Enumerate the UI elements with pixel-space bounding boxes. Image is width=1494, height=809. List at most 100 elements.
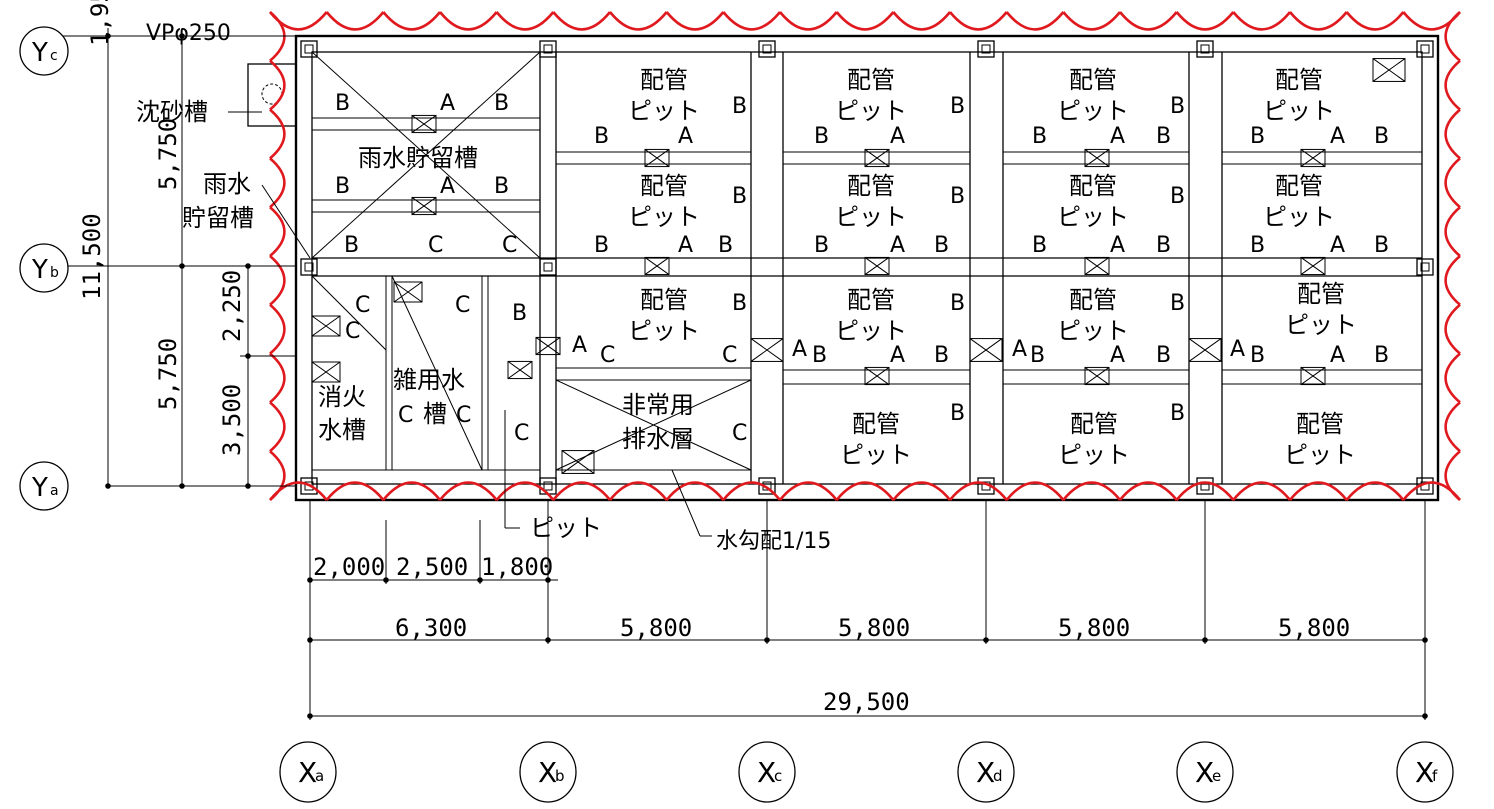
grid-bubble-x-main: X: [757, 756, 776, 789]
dimension-dot: [1202, 637, 1208, 643]
beam-marker: B: [1156, 343, 1171, 368]
emergency-tank-label-2: 排水層: [622, 425, 694, 453]
cloud-edge: [268, 481, 1462, 501]
pipe-pit-label-line2: ピット: [1057, 97, 1129, 125]
dimension-dot: [764, 637, 770, 643]
opening: [1084, 148, 1110, 168]
beam-marker: A: [440, 91, 455, 116]
rainwater-tank-label: 雨水貯留槽: [358, 144, 478, 172]
opening: [644, 148, 670, 168]
pipe-pit-label-line2: ピット: [1284, 441, 1356, 469]
beam-marker: C: [514, 421, 529, 446]
column: [300, 477, 318, 495]
pipe-pit-label-line1: 配管: [847, 66, 895, 94]
column: [539, 258, 557, 276]
dim-x-small-2: 2,500: [396, 553, 468, 581]
beam-marker: B: [732, 291, 747, 316]
beam-marker: A: [1330, 124, 1345, 149]
opening: [1300, 148, 1326, 168]
sand-tank-box: [247, 63, 297, 127]
beam-marker: B: [814, 124, 829, 149]
column-core: [762, 44, 772, 54]
beam-marker: B: [1170, 184, 1185, 209]
beam-marker: B: [812, 343, 827, 368]
beam-marker: B: [1156, 124, 1171, 149]
beam-marker: C: [355, 293, 370, 318]
dimension-dot: [545, 577, 551, 583]
column: [1196, 40, 1214, 58]
grid-bubble-y-sub: b: [50, 265, 59, 281]
dimension-dot: [307, 713, 313, 719]
beam-marker: A: [1230, 337, 1245, 362]
dimension-dot: [179, 33, 185, 39]
grid-bubble-x-main: X: [538, 756, 557, 789]
grid-bubble-x: [1176, 741, 1234, 803]
dim-y-total: 11,500: [78, 213, 106, 300]
dim-y-upper: 5,750: [154, 118, 182, 190]
opening: [864, 148, 890, 168]
opening-cross: [1084, 149, 1110, 167]
misc-tank-label-1: 雑用水: [393, 366, 465, 394]
opening: [1300, 256, 1326, 276]
column: [1196, 477, 1214, 495]
beam-marker: B: [494, 174, 509, 199]
opening: [535, 336, 561, 356]
dimension-dot: [245, 483, 251, 489]
revision-cloud: [268, 11, 1462, 501]
column-core: [304, 262, 314, 272]
beam-marker: B: [1250, 233, 1265, 258]
beam-marker: B: [1170, 401, 1185, 426]
beam-marker: C: [456, 403, 471, 428]
column-core: [543, 481, 553, 491]
cloud-edge: [269, 11, 286, 501]
sand-tank-label: 沈砂槽: [136, 98, 208, 126]
beam-marker: C: [600, 343, 615, 368]
opening: [561, 450, 595, 474]
beam-marker: B: [950, 401, 965, 426]
beam-marker: C: [345, 319, 360, 344]
opening: [411, 196, 437, 216]
pipe-pit-label-line1: 配管: [640, 66, 688, 94]
beam-marker: B: [1170, 291, 1185, 316]
pipe-pit-label-line2: ピット: [835, 97, 907, 125]
misc-tank-label-2: 槽: [423, 400, 447, 428]
beam-marker: B: [1156, 233, 1171, 258]
opening-cross: [411, 115, 437, 133]
opening: [507, 360, 533, 380]
pipe-pit-label-line1: 配管: [1069, 66, 1117, 94]
dim-x-span-3: 5,800: [838, 614, 910, 642]
opening: [1300, 366, 1326, 386]
beam-marker: B: [1250, 124, 1265, 149]
dim-x-total: 29,500: [823, 688, 910, 716]
pit-label: ピット: [530, 514, 602, 542]
column: [758, 477, 776, 495]
beam-marker: B: [1374, 343, 1389, 368]
column-core: [981, 44, 991, 54]
dim-x-span-4: 5,800: [1058, 614, 1130, 642]
beam-marker: B: [934, 343, 949, 368]
slope-label: 水勾配1/15: [716, 529, 831, 554]
pipe-pit-label-line2: ピット: [1058, 441, 1130, 469]
dimension-dot: [245, 263, 251, 269]
dim-x-span-2: 5,800: [620, 614, 692, 642]
opening: [1084, 256, 1110, 276]
beam-marker: B: [1032, 124, 1047, 149]
dim-x-small-3: 1,800: [481, 553, 553, 581]
opening: [969, 338, 1003, 362]
beam-marker: B: [934, 233, 949, 258]
building-outline: [294, 34, 1440, 502]
dimension-dot: [477, 577, 483, 583]
rainwater-tank-diagonals: [311, 51, 752, 471]
horizontal-dimension-texts: 2,000 2,500 1,800 6,300 5,800 5,800 5,80…: [313, 553, 1350, 716]
pipe-pit-label-line2: ピット: [1057, 317, 1129, 345]
dimension-dot: [383, 577, 389, 583]
dimension-dots: [105, 33, 1428, 719]
opening-cross: [1300, 367, 1326, 385]
beam-marker: B: [512, 301, 527, 326]
grid-bubble-x: [1396, 741, 1454, 803]
pipe-pit-label-line1: 配管: [847, 172, 895, 200]
dimension-dot: [245, 353, 251, 359]
column-core: [304, 44, 314, 54]
beam-marker: B: [1250, 343, 1265, 368]
